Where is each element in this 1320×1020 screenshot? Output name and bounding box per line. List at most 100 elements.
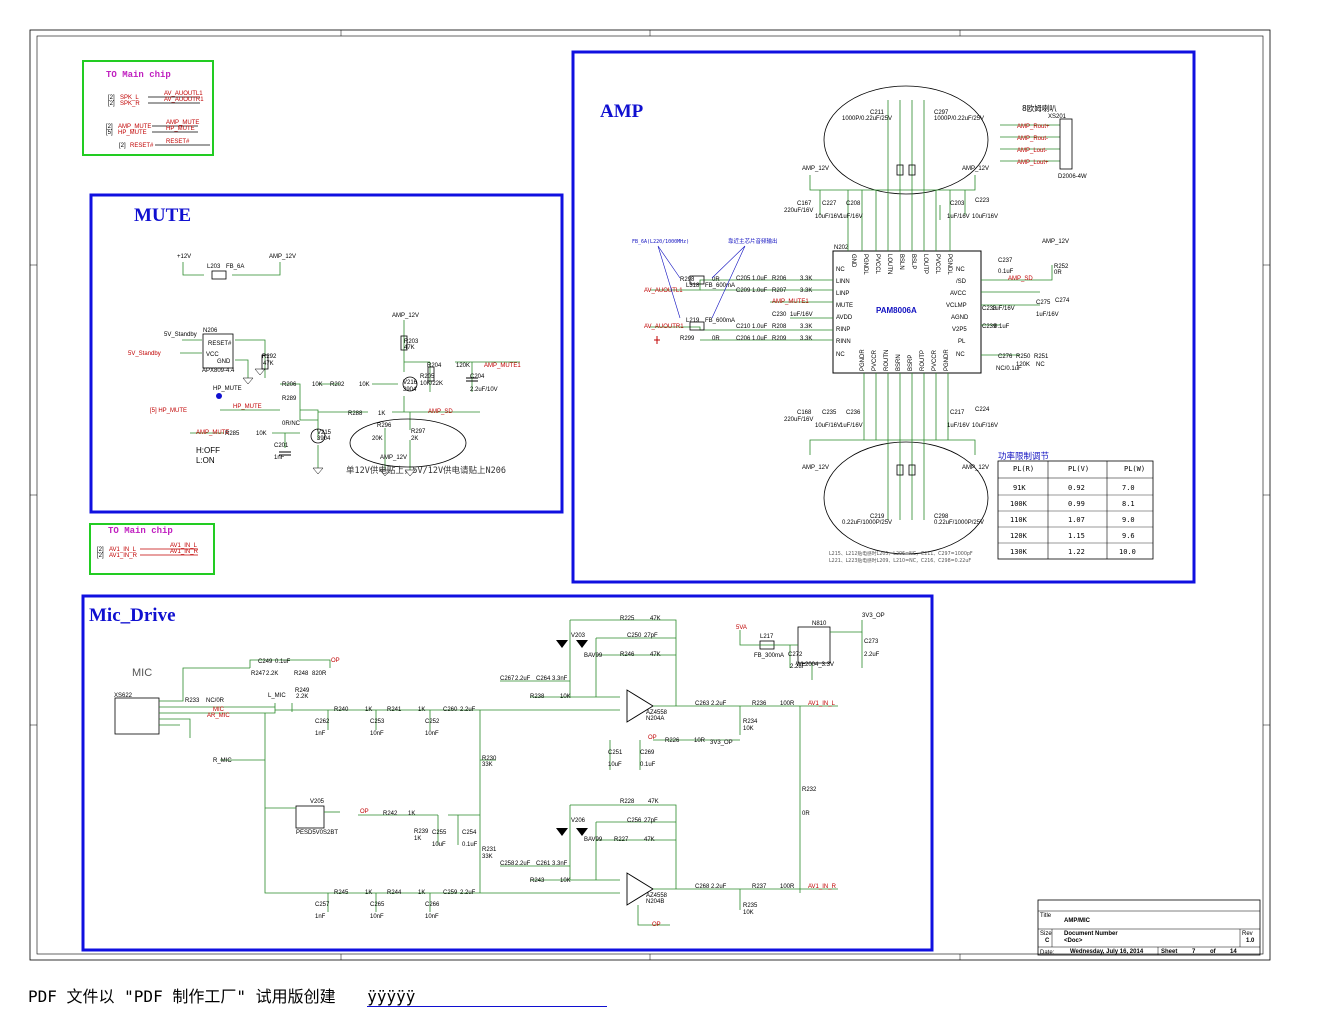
schematic-label: HP_MUTE <box>213 386 242 392</box>
schematic-label: R230 <box>482 756 497 762</box>
schematic-label: 10R <box>694 738 706 744</box>
schematic-label: C297 <box>934 110 949 116</box>
schematic-label: C268 <box>695 884 710 890</box>
schematic-label: C249 <box>258 659 273 665</box>
schematic-label: C255 <box>432 830 447 836</box>
schematic-label: R234 <box>743 719 758 725</box>
amp-near-note: 靠近主芯片音频输出 <box>728 237 778 245</box>
schematic-label: 2.2uF <box>460 890 476 896</box>
schematic-label: C210 <box>736 324 751 330</box>
schematic-label: R245 <box>334 890 349 896</box>
schematic-label: C257 <box>315 902 330 908</box>
table-cell: 1.22 <box>1068 548 1085 556</box>
schematic-label: BSLN <box>898 254 904 270</box>
schematic-label: +12V <box>177 254 191 260</box>
schematic-label: 27pF <box>644 633 658 639</box>
table-cell: 110K <box>1010 516 1028 524</box>
schematic-label: VCC <box>206 352 219 358</box>
schematic-label: C258 <box>500 861 515 867</box>
schematic-label: AMP_12V <box>1042 239 1069 245</box>
title-value: AMP/MIC <box>1064 918 1091 924</box>
schematic-label: 3V3_OP <box>862 613 885 619</box>
schematic-label: 1uF/16V <box>790 312 813 318</box>
schematic-label: R207 <box>772 288 787 294</box>
schematic-label: 1uF/16V <box>840 423 863 429</box>
schematic-label: [2] <box>97 553 104 559</box>
schematic-label: 47K <box>404 345 415 351</box>
mic-drive-section: Mic_Drive MIC <box>81 594 934 952</box>
schematic-label: OP <box>331 658 340 664</box>
schematic-label: 0.1uF <box>998 269 1014 275</box>
schematic-label: L_MIC <box>268 693 286 699</box>
schematic-label: NC <box>836 352 845 358</box>
schematic-label: 1.0uF <box>752 324 768 330</box>
schematic-label: RESET# <box>208 341 232 347</box>
opamp-a <box>626 689 654 723</box>
schematic-label: C227 <box>822 201 837 207</box>
schematic-label: OP <box>360 809 369 815</box>
table-cell: 130K <box>1010 548 1028 556</box>
schematic-label: 2.2uF <box>790 664 806 670</box>
schematic-label: R297 <box>411 429 426 435</box>
schematic-label: C238 <box>982 306 997 312</box>
schematic-label: R231 <box>482 847 497 853</box>
schematic-label: AMP_12V <box>802 166 829 172</box>
ic-right-pins: NC /SD AVCC VCLMP AGND V2P5 PL NC <box>946 267 969 358</box>
table-cell: 1.15 <box>1068 532 1085 540</box>
schematic-label: NC <box>956 267 965 273</box>
schematic-label: 2.2uF/10V <box>470 387 498 393</box>
schematic-label: Title <box>1040 913 1052 919</box>
schematic-label: OP <box>652 922 661 928</box>
schematic-label: 120K <box>456 363 470 369</box>
schematic-label: PVCCL <box>874 254 880 275</box>
schematic-label: AV1_IN_R <box>109 553 138 559</box>
schematic-label: 3.3K <box>800 336 812 342</box>
schematic-label: PL <box>958 339 966 345</box>
schematic-label: AGND <box>951 315 969 321</box>
schematic-label: C275 <box>1036 300 1051 306</box>
schematic-label: Sheet <box>1161 949 1177 955</box>
footer-link[interactable]: ÿÿÿÿÿ <box>367 987 608 1007</box>
schematic-label: R_MIC <box>213 758 232 764</box>
to-main-chip-row: [2] AV1_IN_L AV1_IN_L <box>97 543 198 553</box>
schematic-label: AMP_12V <box>962 465 989 471</box>
schematic-label: AVCC <box>950 291 967 297</box>
schematic-label: PVCCL <box>934 254 940 275</box>
table-header: PL(R) <box>1013 465 1034 473</box>
schematic-label: FB_300mA <box>754 653 784 659</box>
table-cell: 91K <box>1013 484 1026 492</box>
schematic-label: N204B <box>646 899 664 905</box>
to-main-chip-row: [2] RESET# RESET# <box>119 139 210 149</box>
schematic-label: PGNDL <box>862 254 868 275</box>
schematic-label: C167 <box>797 201 812 207</box>
schematic-label: 27pF <box>644 818 658 824</box>
schematic-label: AV1_IN_L <box>808 701 836 707</box>
schematic-label: R228 <box>620 799 635 805</box>
schematic-label: 2.2uF <box>515 861 531 867</box>
schematic-label: FB_600mA <box>705 318 735 324</box>
to-main-chip-row: [2] SPK_R AV_AUOUTR1 <box>108 97 204 107</box>
schematic-label: C273 <box>864 639 879 645</box>
schematic-label: C259 <box>443 890 458 896</box>
schematic-label: R235 <box>743 903 758 909</box>
schematic-label: R252 <box>1054 264 1069 270</box>
schematic-label: Rev <box>1242 931 1253 937</box>
table-header: PL(V) <box>1068 465 1089 473</box>
schematic-label: N204A <box>646 716 664 722</box>
schematic-label: 10K/22K <box>420 381 443 387</box>
schematic-label: MIC <box>213 707 225 713</box>
schematic-label: AMP_MUTE <box>118 124 151 130</box>
schematic-label: AMP_MUTE <box>196 430 229 436</box>
schematic-label: PGNDL <box>946 254 952 275</box>
amp-wiring <box>650 100 1060 520</box>
schematic-label: XS622 <box>114 693 133 699</box>
schematic-label: 47K <box>644 837 655 843</box>
schematic-label: 1.0uF <box>752 288 768 294</box>
schematic-label: PGNDR <box>944 349 950 371</box>
schematic-label: Date: <box>1040 950 1055 956</box>
schematic-label: LOUTP <box>922 254 928 274</box>
schematic-label: R237 <box>752 884 767 890</box>
schematic-label: 10K <box>743 910 754 916</box>
schematic-label: R203 <box>404 339 419 345</box>
to-main-chip-row: [2] AMP_MUTE AMP_MUTE <box>106 120 199 130</box>
